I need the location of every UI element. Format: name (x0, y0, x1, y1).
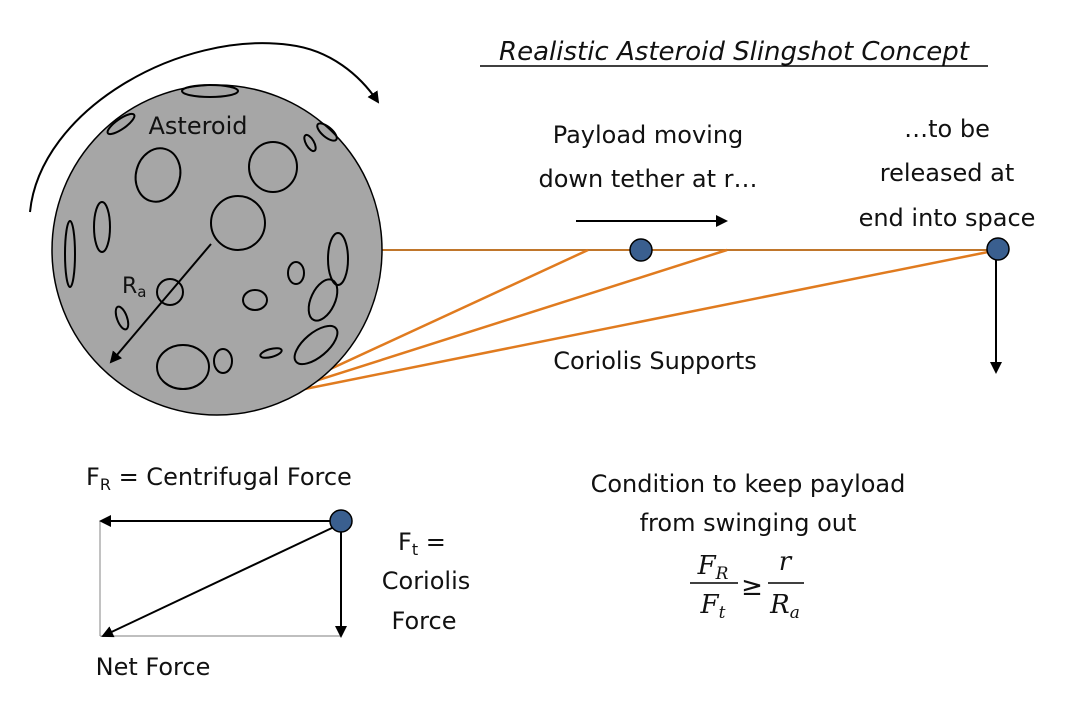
fraction-right-denominator: Ra (769, 590, 800, 623)
radius-label: Ra (122, 274, 147, 301)
centrifugal-force-label: FR = Centrifugal Force (86, 463, 352, 494)
condition-line1: Condition to keep payload (591, 470, 906, 498)
payload-release-dot (986, 237, 1010, 261)
release-label-line2: released at (880, 159, 1015, 187)
fraction-left-denominator: Ft (700, 590, 726, 623)
asteroid: Asteroid Ra (51, 84, 383, 416)
fraction-left-numerator: FR (697, 551, 729, 584)
support-line-2 (264, 248, 728, 399)
coriolis-force-label-line3: Force (392, 607, 457, 635)
coriolis-supports-label: Coriolis Supports (553, 347, 757, 375)
coriolis-supports (239, 248, 999, 404)
fraction-right-numerator: r (779, 547, 793, 577)
radius-arrow (109, 243, 212, 364)
force-diagram: FR = Centrifugal Force Ft = Coriolis For… (86, 463, 470, 681)
relation-symbol: ≥ (741, 572, 763, 602)
release-label-line3: end into space (859, 204, 1036, 232)
coriolis-force-label-line2: Coriolis (382, 567, 471, 595)
support-line-3 (284, 248, 589, 392)
force-origin-dot (329, 509, 353, 533)
asteroid-craters (64, 84, 349, 390)
payload-label-line2: down tether at r… (538, 165, 757, 193)
rotation-arrow (29, 42, 380, 213)
net-force-label: Net Force (96, 653, 211, 681)
payload-label-line1: Payload moving (553, 121, 744, 149)
condition-equation: FR Ft ≥ r Ra (690, 547, 804, 623)
diagram-title: Realistic Asteroid Slingshot Concept (499, 37, 970, 67)
release-label-line1: …to be (904, 115, 990, 143)
condition-block: Condition to keep payload from swinging … (591, 470, 906, 623)
payload-moving-dot (629, 238, 653, 262)
support-line-1 (239, 248, 999, 404)
coriolis-force-label-line1: Ft = (398, 528, 446, 559)
net-force-arrow (101, 526, 335, 638)
condition-line2: from swinging out (640, 509, 857, 537)
asteroid-label: Asteroid (148, 112, 247, 140)
